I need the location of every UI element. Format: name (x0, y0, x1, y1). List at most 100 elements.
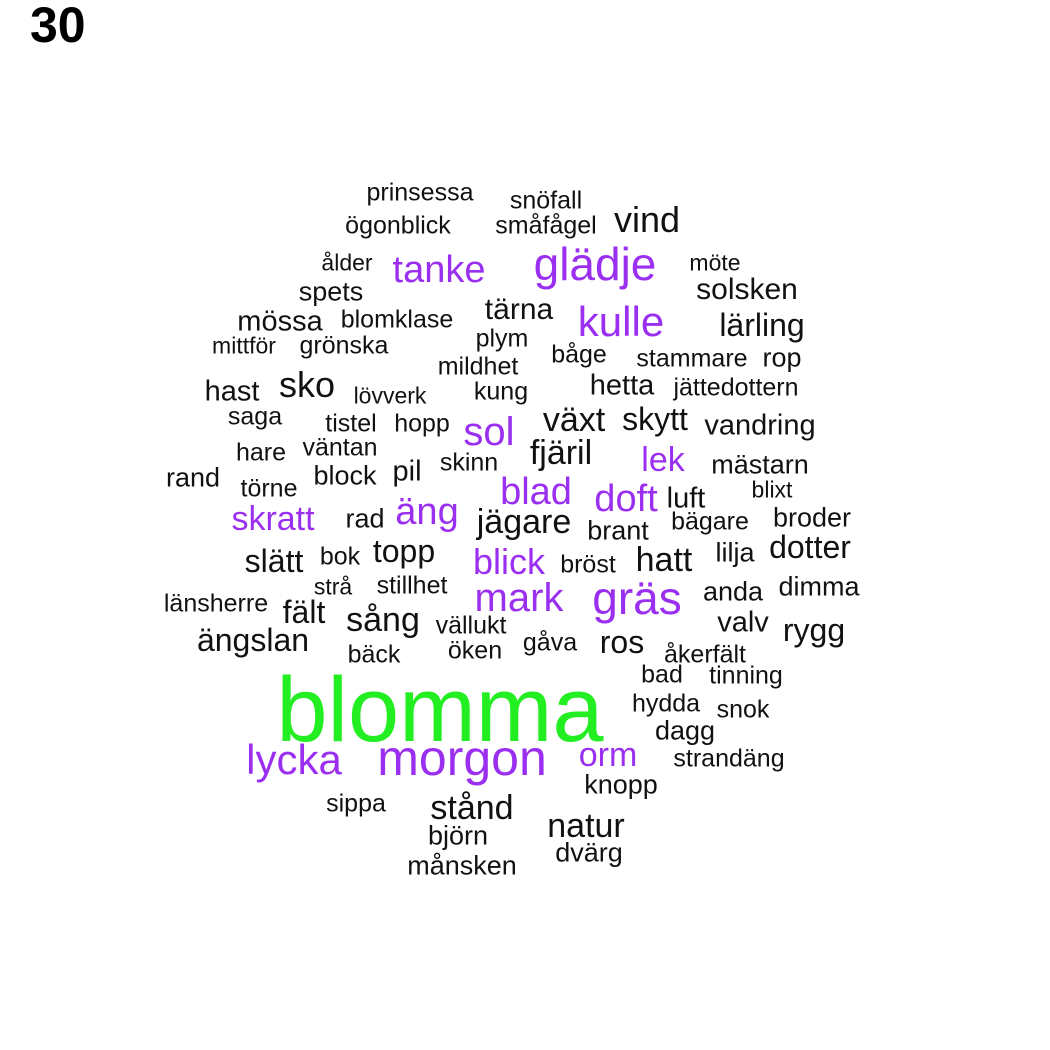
word-grönska: grönska (299, 331, 389, 360)
word-mittför: mittför (212, 332, 276, 359)
word-fjäril: fjäril (529, 434, 593, 472)
word-lek: lek (641, 441, 685, 479)
word-hetta: hetta (589, 369, 655, 402)
word-dimma: dimma (778, 571, 860, 602)
word-rygg: rygg (782, 612, 846, 648)
word-skytt: skytt (622, 401, 688, 437)
word-hydda: hydda (631, 689, 701, 718)
word-knopp: knopp (584, 769, 658, 800)
word-hatt: hatt (635, 541, 693, 579)
word-dvärg: dvärg (555, 837, 623, 868)
word-rad: rad (345, 503, 385, 534)
word-gräs: gräs (592, 572, 682, 624)
word-jättedottern: jättedottern (673, 373, 799, 402)
word-vällukt: vällukt (435, 611, 507, 640)
word-småfågel: småfågel (495, 211, 597, 240)
word-luft: luft (666, 482, 706, 515)
word-ögonblick: ögonblick (345, 211, 451, 240)
word-mästarn: mästarn (711, 449, 809, 480)
word-ålder: ålder (321, 249, 373, 276)
word-månsken: månsken (407, 850, 517, 881)
word-öken: öken (447, 636, 503, 665)
word-bad: bad (641, 660, 683, 689)
word-brant: brant (587, 515, 649, 546)
panel-label: 30 (30, 0, 86, 53)
word-sippa: sippa (326, 789, 386, 818)
word-sång: sång (346, 601, 420, 639)
word-stammare: stammare (636, 344, 748, 373)
word-snok: snok (716, 695, 770, 724)
word-mössa: mössa (237, 305, 323, 338)
word-saga: saga (227, 402, 283, 431)
word-blomma: blomma (276, 659, 604, 761)
word-rop: rop (762, 342, 802, 373)
word-mark: mark (474, 576, 564, 620)
word-lycka: lycka (246, 736, 342, 783)
word-broder: broder (772, 502, 852, 533)
word-glädje: glädje (533, 238, 657, 290)
word-solsken: solsken (696, 273, 798, 306)
word-dagg: dagg (654, 715, 716, 746)
word-morgon: morgon (377, 730, 547, 786)
word-orm: orm (578, 736, 638, 774)
word-dotter: dotter (769, 529, 851, 565)
word-fält: fält (282, 594, 326, 630)
word-blomklase: blomklase (340, 305, 454, 334)
word-tanke: tanke (392, 249, 486, 291)
word-valv: valv (717, 606, 769, 639)
word-ros: ros (599, 624, 645, 660)
word-block: block (313, 460, 377, 491)
word-båge: båge (551, 340, 607, 369)
word-strå: strå (313, 573, 353, 600)
word-hopp: hopp (394, 409, 450, 438)
word-slätt: slätt (244, 543, 304, 579)
word-bäck: bäck (347, 640, 401, 669)
word-sol: sol (463, 410, 515, 454)
word-tinning: tinning (709, 661, 783, 690)
word-vind: vind (613, 199, 681, 240)
word-kulle: kulle (577, 298, 665, 345)
word-skinn: skinn (439, 448, 499, 477)
word-mildhet: mildhet (437, 352, 519, 381)
word-kung: kung (473, 377, 529, 406)
word-gåva: gåva (522, 628, 578, 657)
word-natur: natur (547, 807, 625, 845)
word-prinsessa: prinsessa (366, 178, 474, 207)
word-möte: möte (689, 249, 741, 276)
word-topp: topp (372, 533, 436, 569)
word-bröst: bröst (560, 550, 616, 579)
word-sko: sko (278, 364, 336, 405)
word-bok: bok (319, 542, 361, 571)
word-stånd: stånd (430, 789, 514, 827)
word-tärna: tärna (484, 293, 554, 326)
word-lärling: lärling (719, 307, 805, 343)
word-törne: törne (240, 474, 298, 503)
word-lövverk: lövverk (353, 382, 427, 409)
word-äng: äng (395, 491, 459, 533)
word-hast: hast (204, 375, 260, 408)
word-stillhet: stillhet (376, 571, 448, 600)
word-lilja: lilja (715, 537, 755, 568)
word-växt: växt (542, 401, 606, 439)
word-tistel: tistel (325, 409, 377, 438)
word-doft: doft (594, 478, 658, 520)
word-jägare: jägare (476, 503, 572, 541)
word-spets: spets (298, 276, 364, 307)
word-länsherre: länsherre (163, 589, 269, 618)
word-pil: pil (392, 455, 422, 488)
word-blixt: blixt (751, 476, 793, 503)
word-rand: rand (165, 462, 221, 493)
word-plym: plym (475, 324, 529, 353)
word-strandäng: strandäng (673, 744, 785, 773)
word-björn: björn (427, 820, 489, 851)
word-bägare: bägare (671, 507, 749, 536)
word-vandring: vandring (704, 409, 816, 442)
word-anda: anda (702, 576, 764, 607)
word-väntan: väntan (302, 433, 378, 462)
word-snöfall: snöfall (509, 186, 583, 215)
word-åkerfält: åkerfält (664, 640, 746, 669)
word-hare: hare (235, 438, 287, 467)
word-skratt: skratt (231, 500, 315, 538)
word-ängslan: ängslan (196, 622, 310, 658)
